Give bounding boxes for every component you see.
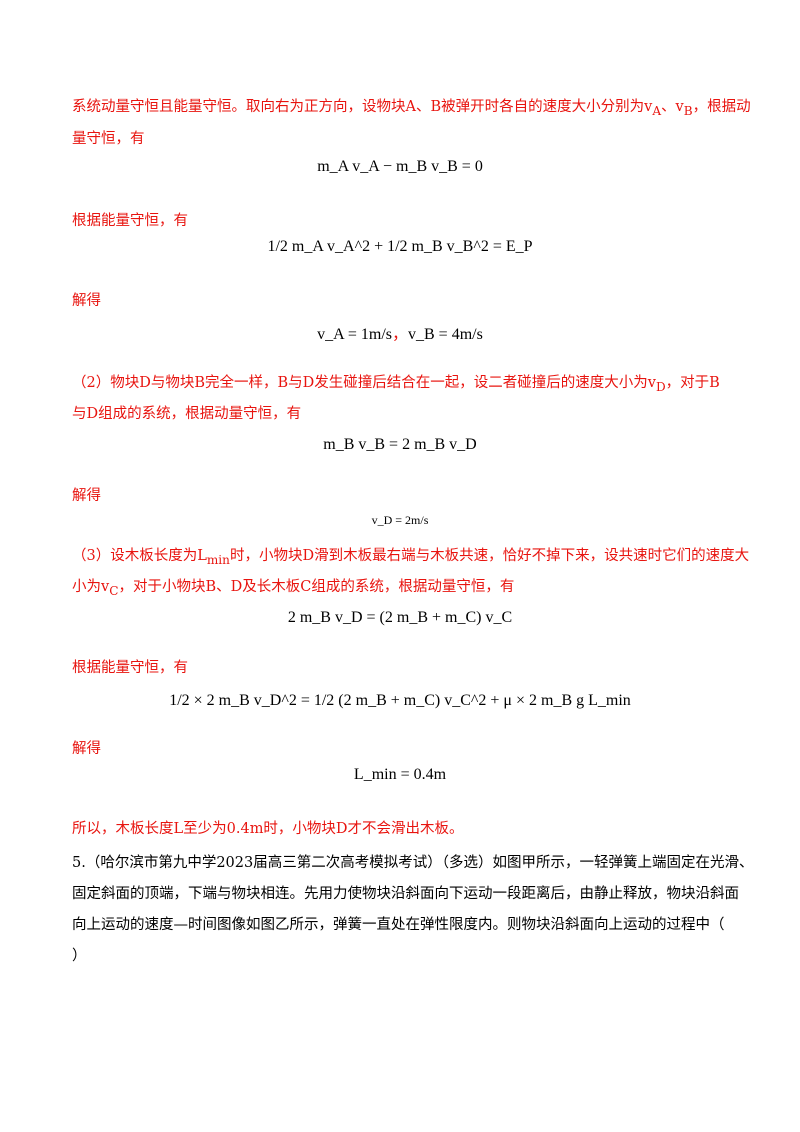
- equation-momentum-2: m_B v_B = 2 m_B v_D: [323, 436, 477, 453]
- eq-part: v_A = 1m/s: [317, 326, 392, 343]
- subscript: C: [109, 583, 119, 598]
- equation-momentum-1: m_A v_A − m_B v_B = 0: [317, 158, 483, 175]
- question-5-line-2: 固定斜面的顶端，下端与物块相连。先用力使物块沿斜面向下运动一段距离后，由静止释放…: [72, 884, 739, 904]
- text: ，对于B: [665, 375, 720, 391]
- text: 解得: [72, 293, 101, 309]
- text: （3）设木板长度为L: [72, 548, 207, 564]
- question-5-line-3: 向上运动的速度—时间图像如图乙所示，弹簧一直处在弹性限度内。则物块沿斜面向上运动…: [72, 915, 725, 935]
- equation-result-2: v_D = 2m/s: [371, 513, 429, 527]
- text: 根据能量守恒，有: [72, 660, 188, 676]
- text: 所以，木板长度L至少为0.4m时，小物块D才不会滑出木板。: [72, 821, 464, 837]
- text: 解得: [72, 741, 101, 757]
- subscript: B: [683, 103, 693, 118]
- subscript: A: [652, 103, 662, 118]
- equation-energy-2: 1/2 × 2 m_B v_D^2 = 1/2 (2 m_B + m_C) v_…: [169, 692, 631, 709]
- equation-result-1: v_A = 1m/s，v_B = 4m/s: [0, 320, 800, 344]
- text: 固定斜面的顶端，下端与物块相连。先用力使物块沿斜面向下运动一段距离后，由静止释放…: [72, 886, 739, 902]
- equation-energy-1: 1/2 m_A v_A^2 + 1/2 m_B v_B^2 = E_P: [267, 238, 533, 255]
- text: （2）物块D与物块B完全一样，B与D发生碰撞后结合在一起，设二者碰撞后的速度大小…: [72, 375, 656, 391]
- answer-line-6: 与D组成的系统，根据动量守恒，有: [72, 404, 301, 424]
- answer-line-8: （3）设木板长度为Lmin时，小物块D滑到木板最右端与木板共速，恰好不掉下来，设…: [72, 546, 749, 570]
- text: ，根据动: [692, 99, 751, 115]
- question-5-line-1: 5.（哈尔滨市第九中学2023届高三第二次高考模拟考试）（多选）如图甲所示，一轻…: [72, 853, 753, 873]
- subscript: D: [655, 379, 666, 394]
- text: 系统动量守恒且能量守恒。取向右为正方向，设物块A、B被弹开时各自的速度大小分别为…: [72, 99, 653, 115]
- answer-line-5: （2）物块D与物块B完全一样，B与D发生碰撞后结合在一起，设二者碰撞后的速度大小…: [72, 373, 720, 397]
- equation-result-3: L_min = 0.4m: [353, 766, 447, 783]
- text: ）: [72, 948, 87, 964]
- answer-line-11: 解得: [72, 739, 101, 759]
- text: 向上运动的速度—时间图像如图乙所示，弹簧一直处在弹性限度内。则物块沿斜面向上运动…: [72, 917, 725, 933]
- answer-line-2: 量守恒，有: [72, 129, 145, 149]
- answer-line-10: 根据能量守恒，有: [72, 658, 188, 678]
- text: 、v: [661, 99, 684, 115]
- equation-momentum-3: 2 m_B v_D = (2 m_B + m_C) v_C: [287, 609, 513, 626]
- text: ，对于小物块B、D及长木板C组成的系统，根据动量守恒，有: [118, 579, 515, 595]
- answer-line-4: 解得: [72, 291, 101, 311]
- answer-line-3: 根据能量守恒，有: [72, 211, 188, 231]
- comma: ，: [391, 326, 408, 343]
- text: 解得: [72, 488, 101, 504]
- answer-line-7: 解得: [72, 486, 101, 506]
- subscript: min: [206, 552, 230, 567]
- text: 小为v: [72, 579, 110, 595]
- answer-line-9: 小为vC，对于小物块B、D及长木板C组成的系统，根据动量守恒，有: [72, 577, 514, 601]
- text: 根据能量守恒，有: [72, 213, 188, 229]
- question-5-line-4: ）: [72, 946, 87, 966]
- answer-conclusion: 所以，木板长度L至少为0.4m时，小物块D才不会滑出木板。: [72, 819, 464, 839]
- eq-part: v_B = 4m/s: [408, 326, 483, 343]
- answer-line-1: 系统动量守恒且能量守恒。取向右为正方向，设物块A、B被弹开时各自的速度大小分别为…: [72, 97, 751, 121]
- text: 与D组成的系统，根据动量守恒，有: [72, 406, 302, 422]
- text: 量守恒，有: [72, 131, 145, 147]
- text: 时，小物块D滑到木板最右端与木板共速，恰好不掉下来，设共速时它们的速度大: [229, 548, 750, 564]
- text: 5.（哈尔滨市第九中学2023届高三第二次高考模拟考试）（多选）如图甲所示，一轻…: [72, 855, 754, 871]
